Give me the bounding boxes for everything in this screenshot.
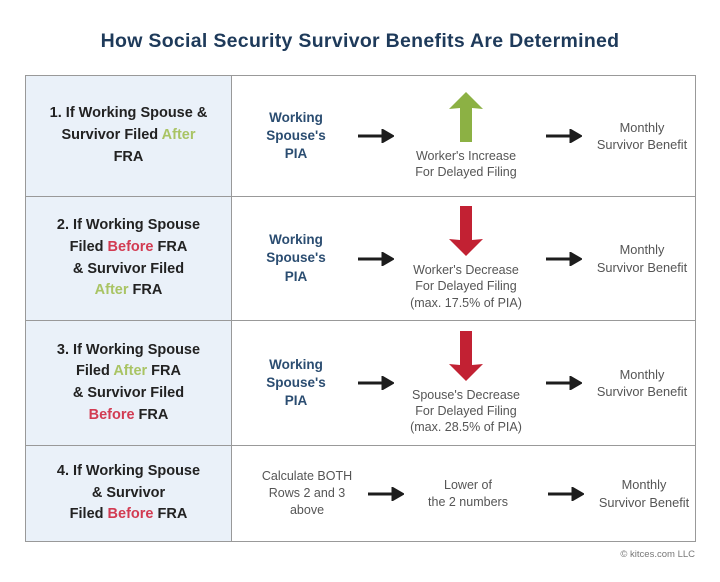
output-label: Monthly Survivor Benefit [598,477,690,510]
flow-cell: Calculate BOTH Rows 2 and 3 above Lower … [232,446,700,541]
adjustment-block: Spouse's Decrease For Delayed Filing (ma… [396,330,536,436]
condition-text: 1. If Working Spouse &Survivor Filed Aft… [49,105,208,165]
flow-cell: Working Spouse's PIA Spouse's Decrease F… [232,321,698,445]
input-label: Working Spouse's PIA [266,232,326,284]
output-label: Monthly Survivor Benefit [596,366,688,399]
calculate-label: Calculate BOTH Rows 2 and 3 above [261,469,353,517]
adjustment-caption: Worker's Increase For Delayed Filing [415,148,517,179]
adjustment-block: Worker's Decrease For Delayed Filing (ma… [396,206,536,311]
adjustment-caption: Worker's Decrease For Delayed Filing (ma… [410,263,522,310]
right-arrow-icon [358,376,394,390]
adjustment-caption: Spouse's Decrease For Delayed Filing (ma… [410,387,522,435]
flow-cell: Working Spouse's PIA Worker's Increase F… [232,76,698,196]
down-arrow-icon [449,330,483,381]
up-arrow-icon [449,91,483,142]
output-label: Monthly Survivor Benefit [596,242,688,275]
flow-cell: Working Spouse's PIA Worker's Decrease F… [232,197,698,320]
adjustment-block: Worker's Increase For Delayed Filing [396,91,536,181]
table-row: 1. If Working Spouse &Survivor Filed Aft… [26,76,695,197]
right-arrow-icon [358,129,394,143]
input-label: Working Spouse's PIA [266,356,326,409]
copyright-text: © kitces.com LLC [620,549,695,560]
right-arrow-icon [358,251,394,266]
right-arrow-icon [546,251,582,266]
output-label: Monthly Survivor Benefit [596,119,688,152]
input-label: Working Spouse's PIA [266,109,326,162]
right-arrow-icon [546,129,582,143]
right-arrow-icon [548,486,584,501]
condition-cell: 1. If Working Spouse &Survivor Filed Aft… [26,76,232,196]
right-arrow-icon [368,486,404,501]
right-arrow-icon [546,376,582,390]
down-arrow-icon [449,206,483,257]
page-title: How Social Security Survivor Benefits Ar… [100,30,620,52]
benefits-table: 1. If Working Spouse &Survivor Filed Aft… [25,75,696,542]
lower-of-label: Lower of the 2 numbers [428,477,508,509]
